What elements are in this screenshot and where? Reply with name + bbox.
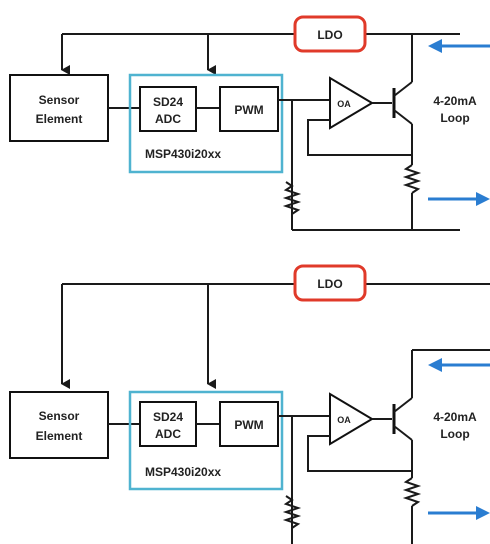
pwm-label: PWM (234, 103, 263, 117)
adc-label-line1: SD24 (153, 95, 183, 109)
adc-label-line2: ADC (155, 427, 181, 441)
loop-label-line1: 4-20mA (433, 410, 477, 424)
resistor-left-top (282, 181, 302, 215)
loop-current-out-arrow (428, 192, 490, 206)
sensor-label-line1: Sensor (39, 93, 80, 107)
opamp: OA (329, 392, 374, 446)
loop-label-line2: Loop (440, 427, 469, 441)
opamp-label: OA (337, 415, 351, 425)
sensor-element-block: Sensor Element (9, 74, 109, 142)
sensor-label-line2: Element (36, 112, 83, 126)
sensor-label-line1: Sensor (39, 409, 80, 423)
loop-label-line2: Loop (440, 111, 469, 125)
mcu-label: MSP430i20xx (145, 147, 221, 161)
transistor (392, 349, 490, 441)
loop-label-line1: 4-20mA (433, 94, 477, 108)
mcu-outline (128, 73, 284, 174)
opamp-feedback-wire (307, 435, 412, 472)
resistor-right-top (402, 164, 422, 194)
mcu-label: MSP430i20xx (145, 465, 221, 479)
mcu-outline (128, 390, 284, 491)
ldo-label: LDO (317, 28, 342, 42)
diagram-top: LDO Sensor Element MSP430i20xx SD24 ADC … (9, 15, 490, 231)
adc-label-line2: ADC (155, 112, 181, 126)
resistor-left-bottom (282, 495, 302, 529)
diagram-bottom: LDO Sensor Element MSP430i20xx SD24 ADC … (9, 264, 490, 544)
sensor-element-block: Sensor Element (9, 391, 109, 459)
adc-label-line1: SD24 (153, 410, 183, 424)
pwm-block: PWM (219, 86, 279, 132)
opamp-feedback-wire (307, 119, 412, 156)
resistor-right-bottom (402, 477, 422, 507)
adc-block: SD24 ADC (139, 401, 197, 447)
pwm-label: PWM (234, 418, 263, 432)
ldo-label: LDO (317, 277, 342, 291)
opamp: OA (329, 76, 374, 130)
pwm-block: PWM (219, 401, 279, 447)
ldo-block: LDO (293, 264, 367, 302)
adc-block: SD24 ADC (139, 86, 197, 132)
loop-current-in-arrow (428, 358, 490, 372)
loop-current-in-arrow (428, 39, 490, 53)
loop-current-out-arrow (428, 506, 490, 520)
opamp-label: OA (337, 99, 351, 109)
transistor (392, 34, 413, 125)
ldo-block: LDO (293, 15, 367, 53)
sensor-label-line2: Element (36, 429, 83, 443)
